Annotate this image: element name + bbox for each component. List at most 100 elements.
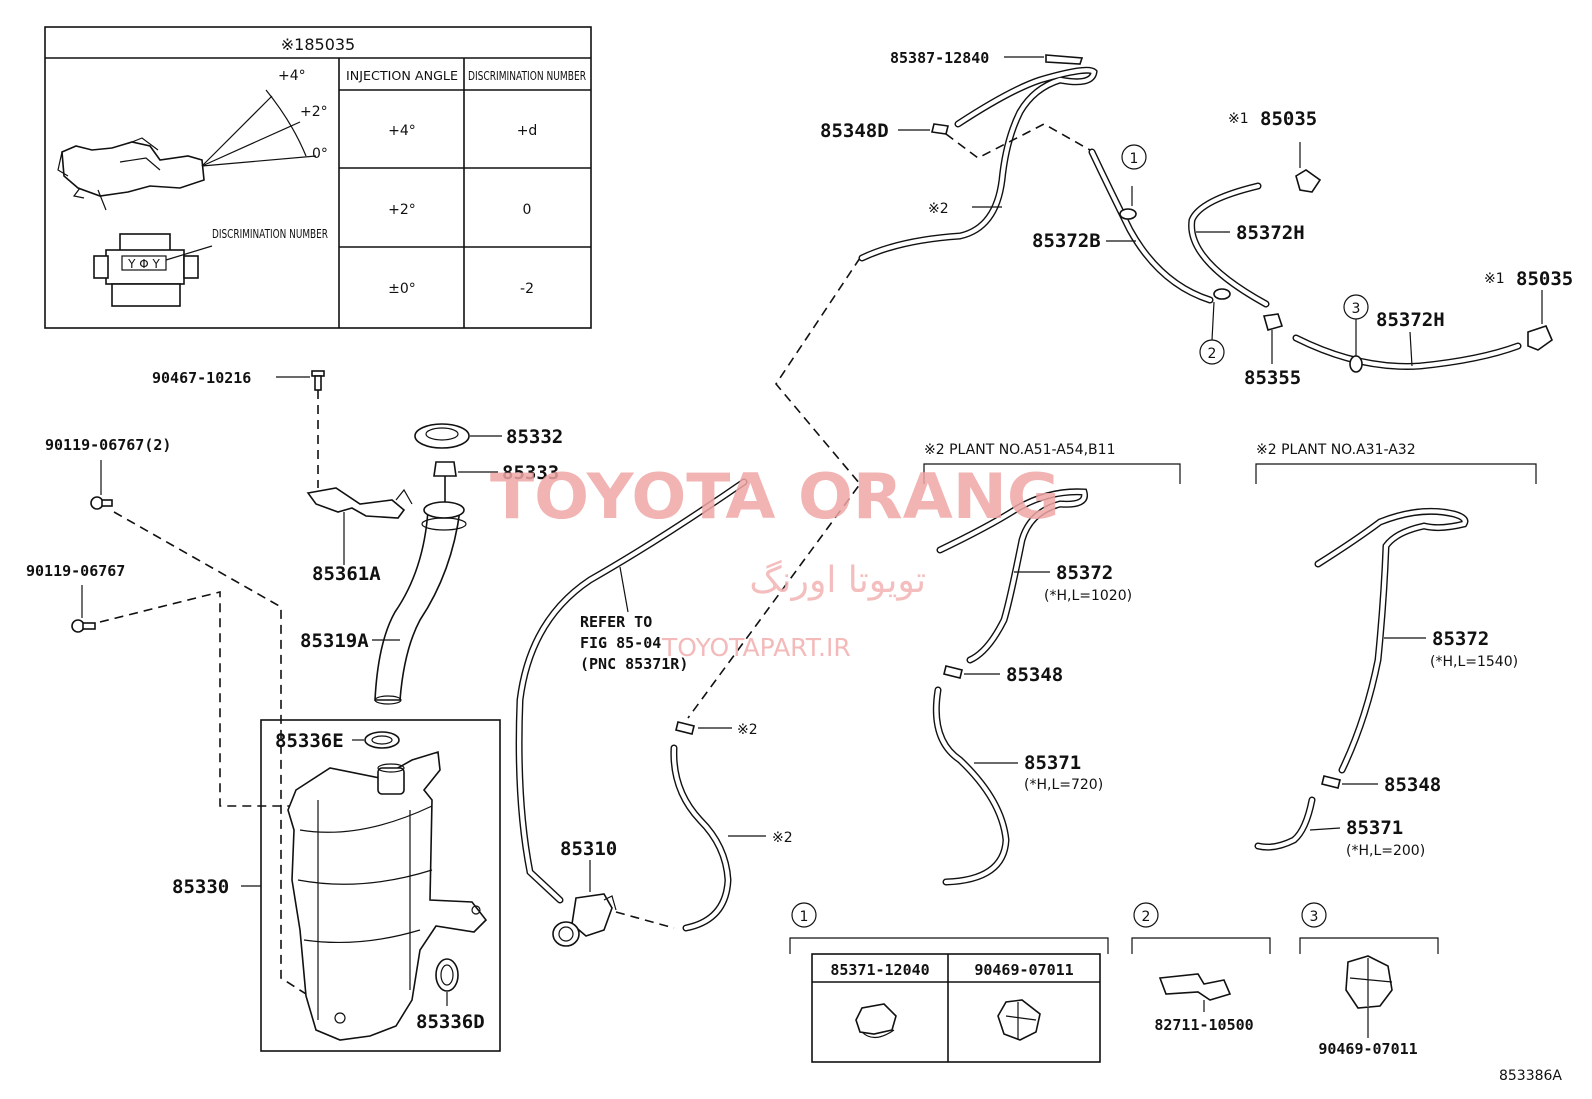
plant-a51-hose-spec: (*H,L=1020): [1044, 588, 1132, 604]
pn-85035-b[interactable]: 85035: [1516, 268, 1573, 290]
plant-a51-lower-spec: (*H,L=720): [1024, 777, 1103, 793]
mark2-c: ※2: [772, 830, 793, 846]
angle-label-plus2: +2°: [300, 104, 328, 120]
plant-a51-title: ※2 PLANT NO.A51-A54,B11: [924, 442, 1115, 458]
clip-90469-07011-icon: [997, 999, 1041, 1041]
hose-85372H-a: [1188, 182, 1270, 308]
connector-85355: [1262, 313, 1284, 364]
watermark-main: TOYOTA ORANG: [490, 460, 1060, 533]
grommet-85336E: [352, 731, 400, 749]
inset-row3-number: -2: [520, 281, 534, 297]
pn-85333[interactable]: 85333: [502, 462, 559, 484]
angle-label-plus4: +4°: [278, 68, 306, 84]
nozzle-85035-a: [1295, 142, 1322, 193]
pn-90467-10216[interactable]: 90467-10216: [152, 369, 251, 387]
bolt-90119-b: [71, 585, 300, 807]
callout-2: 2: [1208, 346, 1217, 362]
plant-a51-block: ※2 PLANT NO.A51-A54,B11 85372 (*H,L=1020…: [923, 442, 1181, 886]
clip-90469-07011-detail3-icon: [1345, 955, 1393, 1009]
refer-line3: (PNC 85371R): [580, 655, 688, 673]
mark2-b: ※2: [737, 722, 758, 738]
clip-82711-10500-icon: [1158, 973, 1232, 1001]
nozzle-angle-inset: ※185035 INJECTION ANGLE DISCRIMINATION N…: [44, 26, 592, 329]
angle-label-zero: 0°: [312, 146, 328, 162]
inset-row1-number: +d: [517, 123, 538, 139]
grommet-85336D: [435, 958, 459, 1006]
callout-3: 3: [1352, 301, 1361, 317]
watermark-site: TOYOTAPART.IR: [661, 633, 851, 662]
detail-3: 3 90469-07011: [1299, 902, 1439, 1058]
inset-frame: [44, 26, 592, 329]
inset-col-discrimination: DISCRIMINATION NUMBER: [468, 69, 586, 83]
pn-85355[interactable]: 85355: [1244, 367, 1301, 389]
detail1-pn-right[interactable]: 90469-07011: [974, 961, 1073, 979]
pn-85332[interactable]: 85332: [506, 426, 563, 448]
inset-row3-angle: ±0°: [388, 281, 416, 297]
detail2-pn[interactable]: 82711-10500: [1154, 1016, 1253, 1034]
plant-a31-hose-pn[interactable]: 85372: [1432, 628, 1489, 650]
plant-a31-lower-pn[interactable]: 85371: [1346, 817, 1403, 839]
hose-mark2-c: [670, 744, 732, 932]
bolt-90119-a: [90, 460, 329, 1009]
callout-1: 1: [1130, 151, 1139, 167]
inset-row1-angle: +4°: [388, 123, 416, 139]
pn-90119-06767-2[interactable]: 90119-06767(2): [45, 436, 171, 454]
pn-85372H-a[interactable]: 85372H: [1236, 222, 1305, 244]
plant-a31-hose-spec: (*H,L=1540): [1430, 654, 1518, 670]
detail3-pn[interactable]: 90469-07011: [1318, 1040, 1417, 1058]
pn-85336D[interactable]: 85336D: [416, 1011, 485, 1033]
pn-85372B[interactable]: 85372B: [1032, 230, 1101, 252]
detail3-label: 3: [1310, 909, 1319, 925]
pn-90119-06767[interactable]: 90119-06767: [26, 562, 125, 580]
discrimination-label: DISCRIMINATION NUMBER: [212, 227, 328, 241]
detail1-label: 1: [800, 909, 809, 925]
detail2-label: 2: [1142, 909, 1151, 925]
mark2-a: ※2: [928, 201, 949, 217]
inset-title: ※185035: [281, 35, 355, 54]
pn-85035-a[interactable]: 85035: [1260, 108, 1317, 130]
inset-col-injection: INJECTION ANGLE: [346, 69, 458, 83]
watermark-persian: تویوتا اورنگ: [749, 559, 926, 601]
plant-a31-block: ※2 PLANT NO.A31-A32 85372 (*H,L=1540) 85…: [1254, 442, 1537, 859]
figure-id: 853386A: [1499, 1068, 1562, 1084]
nozzle-85035-b: [1527, 290, 1553, 351]
detail-1: 1 85371-12040 90469-07011: [789, 902, 1109, 1063]
refer-line2: FIG 85-04: [580, 634, 661, 652]
pn-85310[interactable]: 85310: [560, 838, 617, 860]
joint-mark2-b: [675, 721, 732, 735]
discrimination-connector-sketch: Y Φ Y DISCRIMINATION NUMBER: [93, 227, 328, 307]
washer-tank-85330: [287, 750, 488, 1041]
filler-pipe-85319A: [372, 501, 467, 705]
plant-a51-lower-pn[interactable]: 85371: [1024, 752, 1081, 774]
pn-85330[interactable]: 85330: [172, 876, 229, 898]
routing-dash: [687, 257, 862, 719]
connector-marks: Y Φ Y: [127, 257, 160, 271]
pn-85361A[interactable]: 85361A: [312, 563, 381, 585]
detail-2: 2 82711-10500: [1131, 902, 1271, 1034]
plant-a31-title: ※2 PLANT NO.A31-A32: [1256, 442, 1416, 458]
pn-85319A[interactable]: 85319A: [300, 630, 369, 652]
pn-85387-12840[interactable]: 85387-12840: [890, 49, 989, 67]
plant-a51-hose-pn[interactable]: 85372: [1056, 562, 1113, 584]
pn-85348D[interactable]: 85348D: [820, 120, 889, 142]
plant-a31-lower-spec: (*H,L=200): [1346, 843, 1425, 859]
detail1-pn-left[interactable]: 85371-12040: [830, 961, 929, 979]
bracket-85361A: [306, 487, 413, 565]
nozzle-b-mark: ※1: [1484, 271, 1505, 287]
clip-85387: [1004, 54, 1084, 65]
strainer-85333: [433, 461, 498, 520]
clip-85371-12040-icon: [855, 1003, 897, 1035]
pump-85310: [552, 860, 617, 947]
pn-85372H-b[interactable]: 85372H: [1376, 309, 1445, 331]
inset-row2-angle: +2°: [388, 202, 416, 218]
joint-85348D: [898, 123, 1091, 159]
inset-row2-number: 0: [523, 202, 532, 218]
plant-a51-joint-pn[interactable]: 85348: [1006, 664, 1063, 686]
pn-85336E[interactable]: 85336E: [275, 730, 344, 752]
cap-85332: [414, 423, 502, 449]
nozzle-angle-sketch: +4° +2° 0°: [57, 68, 328, 211]
refer-line1: REFER TO: [580, 613, 652, 631]
plant-a31-joint-pn[interactable]: 85348: [1384, 774, 1441, 796]
